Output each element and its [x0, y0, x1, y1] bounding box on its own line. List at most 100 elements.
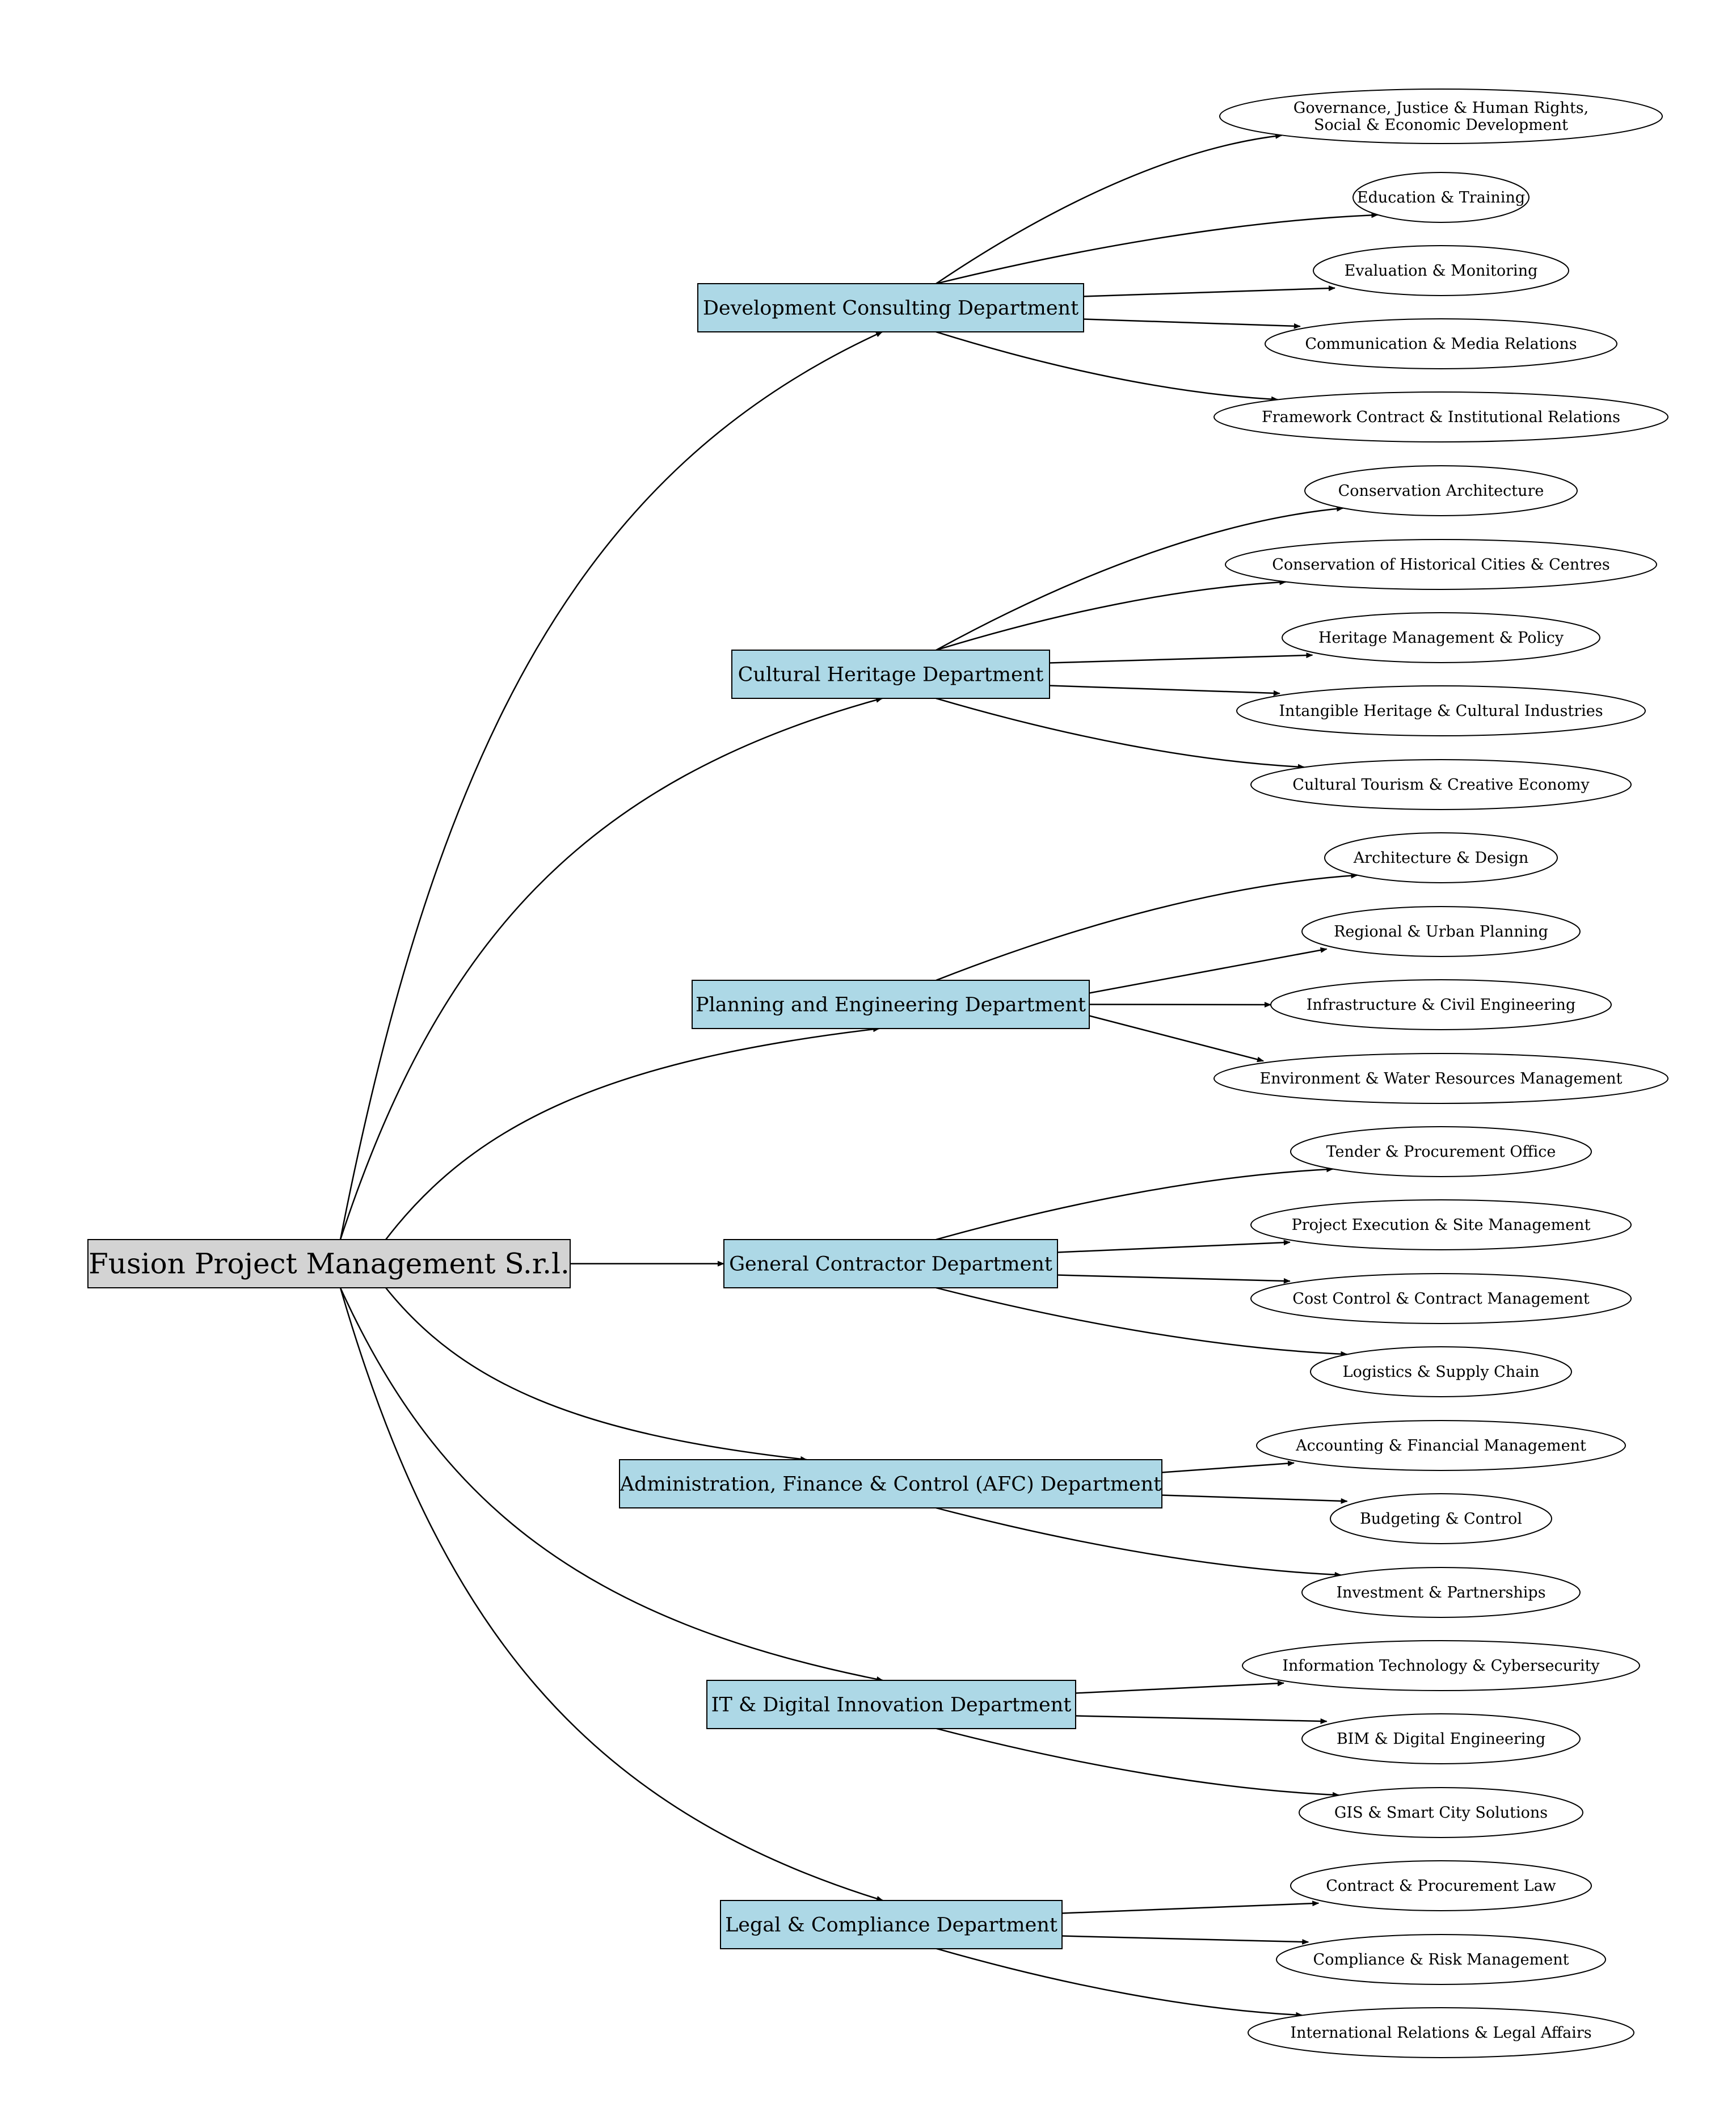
- unit-label: Investment & Partnerships: [1336, 1584, 1545, 1602]
- unit-label: BIM & Digital Engineering: [1337, 1730, 1545, 1748]
- unit-label: Intangible Heritage & Cultural Industrie…: [1279, 702, 1603, 720]
- unit-label: Governance, Justice & Human Rights,Socia…: [1293, 99, 1589, 134]
- unit-label: Tender & Procurement Office: [1326, 1143, 1556, 1161]
- root-node-company: Fusion Project Management S.r.l.: [87, 1239, 571, 1288]
- department-node-legal-and-compliance-department: Legal & Compliance Department: [720, 1900, 1063, 1949]
- unit-ellipse: [1270, 979, 1612, 1030]
- unit-node-governance-justice-and-human-rights-soci: Governance, Justice & Human Rights,Socia…: [1219, 88, 1663, 144]
- unit-node-framework-contract-and-institutional-rel: Framework Contract & Institutional Relat…: [1213, 391, 1668, 442]
- unit-node-regional-and-urban-planning: Regional & Urban Planning: [1301, 906, 1581, 957]
- edge-root-to-planning-and-engineering-department: [385, 1026, 880, 1240]
- unit-label: International Relations & Legal Affairs: [1290, 2024, 1591, 2042]
- unit-node-gis-and-smart-city-solutions: GIS & Smart City Solutions: [1299, 1787, 1583, 1838]
- department-label: Cultural Heritage Department: [738, 664, 1044, 686]
- unit-ellipse: [1236, 685, 1646, 736]
- unit-ellipse: [1352, 172, 1529, 223]
- unit-label: Regional & Urban Planning: [1334, 923, 1548, 941]
- edge-development-consulting-department-to-governance-justice-and-human-rights-soci: [936, 133, 1283, 285]
- unit-ellipse: [1242, 1640, 1640, 1691]
- department-node-it-and-digital-innovation-department: IT & Digital Innovation Department: [706, 1680, 1076, 1729]
- unit-node-bim-and-digital-engineering: BIM & Digital Engineering: [1301, 1713, 1581, 1764]
- unit-ellipse: [1290, 1126, 1592, 1177]
- unit-label: Education & Training: [1357, 189, 1525, 206]
- unit-ellipse: [1250, 1273, 1632, 1324]
- unit-ellipse: [1256, 1420, 1626, 1471]
- edge-general-contractor-department-to-project-execution-and-site-management: [1057, 1240, 1291, 1253]
- edge-general-contractor-department-to-cost-control-and-contract-management: [1057, 1274, 1291, 1284]
- department-node-planning-and-engineering-department: Planning and Engineering Department: [692, 980, 1090, 1029]
- unit-label: Contract & Procurement Law: [1326, 1877, 1556, 1895]
- unit-node-evaluation-and-monitoring: Evaluation & Monitoring: [1313, 245, 1569, 296]
- unit-label-line: Governance, Justice & Human Rights,: [1293, 99, 1589, 117]
- department-label: Planning and Engineering Department: [696, 994, 1086, 1017]
- unit-ellipse: [1313, 245, 1569, 296]
- unit-node-international-relations-and-legal-affair: International Relations & Legal Affairs: [1248, 2007, 1634, 2058]
- unit-label: Heritage Management & Policy: [1318, 629, 1564, 647]
- unit-ellipse: [1219, 88, 1663, 144]
- unit-node-architecture-and-design: Architecture & Design: [1324, 832, 1558, 883]
- unit-ellipse: [1301, 1567, 1581, 1618]
- edge-root-to-cultural-heritage-department: [339, 697, 883, 1240]
- unit-label: Logistics & Supply Chain: [1343, 1363, 1540, 1381]
- unit-node-accounting-and-financial-management: Accounting & Financial Management: [1256, 1420, 1626, 1471]
- unit-ellipse: [1276, 1934, 1606, 1985]
- unit-ellipse: [1290, 1860, 1592, 1911]
- edge-cultural-heritage-department-to-intangible-heritage-and-cultural-industr: [1049, 685, 1280, 696]
- edge-cultural-heritage-department-to-conservation-of-historical-cities-and-ce: [936, 579, 1287, 651]
- edge-it-and-digital-innovation-department-to-gis-and-smart-city-solutions: [936, 1727, 1339, 1798]
- department-box: [619, 1459, 1162, 1508]
- unit-node-cost-control-and-contract-management: Cost Control & Contract Management: [1250, 1273, 1632, 1324]
- edge-legal-and-compliance-department-to-contract-and-procurement-law: [1061, 1900, 1320, 1914]
- unit-ellipse: [1250, 1199, 1632, 1250]
- edge-root-to-it-and-digital-innovation-department: [339, 1287, 883, 1682]
- unit-label: Conservation of Historical Cities & Cent…: [1272, 556, 1610, 574]
- root-node-box: [87, 1239, 571, 1288]
- unit-node-contract-and-procurement-law: Contract & Procurement Law: [1290, 1860, 1592, 1911]
- edges-layer: [339, 133, 1379, 2018]
- unit-ellipse: [1304, 465, 1578, 516]
- unit-label: Accounting & Financial Management: [1295, 1437, 1586, 1455]
- unit-ellipse: [1301, 906, 1581, 957]
- unit-node-conservation-of-historical-cities-and-ce: Conservation of Historical Cities & Cent…: [1225, 539, 1657, 590]
- edge-root-to-administration-finance-and-control-afc-department: [385, 1287, 807, 1462]
- department-box: [731, 650, 1050, 699]
- unit-ellipse: [1299, 1787, 1583, 1838]
- edge-cultural-heritage-department-to-heritage-management-and-policy: [1049, 652, 1313, 664]
- edge-legal-and-compliance-department-to-international-relations-and-legal-affair: [936, 1948, 1303, 2018]
- edge-administration-finance-and-control-afc-department-to-investment-and-partnerships: [936, 1507, 1342, 1578]
- unit-label: Evaluation & Monitoring: [1345, 262, 1538, 280]
- unit-node-environment-and-water-resources-manageme: Environment & Water Resources Management: [1213, 1053, 1668, 1104]
- department-box: [692, 980, 1090, 1029]
- edge-root-to-legal-and-compliance-department: [339, 1287, 883, 1902]
- unit-node-education-and-training: Education & Training: [1352, 172, 1529, 223]
- unit-node-information-technology-and-cybersecurity: Information Technology & Cybersecurity: [1242, 1640, 1640, 1691]
- unit-ellipse: [1213, 391, 1668, 442]
- unit-label: GIS & Smart City Solutions: [1334, 1804, 1548, 1822]
- department-node-cultural-heritage-department: Cultural Heritage Department: [731, 650, 1050, 699]
- edge-planning-and-engineering-department-to-environment-and-water-resources-manageme: [1089, 1015, 1264, 1063]
- edge-planning-and-engineering-department-to-regional-and-urban-planning: [1089, 947, 1328, 994]
- edge-administration-finance-and-control-afc-department-to-budgeting-and-control: [1161, 1494, 1348, 1504]
- unit-node-infrastructure-and-civil-engineering: Infrastructure & Civil Engineering: [1270, 979, 1612, 1030]
- unit-label: Compliance & Risk Management: [1313, 1951, 1569, 1969]
- unit-node-tender-and-procurement-office: Tender & Procurement Office: [1290, 1126, 1592, 1177]
- edge-development-consulting-department-to-education-and-training: [936, 212, 1379, 285]
- unit-node-project-execution-and-site-management: Project Execution & Site Management: [1250, 1199, 1632, 1250]
- department-node-development-consulting-department: Development Consulting Department: [697, 283, 1084, 332]
- department-box: [720, 1900, 1063, 1949]
- unit-label: Cost Control & Contract Management: [1292, 1290, 1590, 1308]
- unit-ellipse: [1250, 759, 1632, 810]
- department-box: [723, 1239, 1058, 1288]
- unit-label: Infrastructure & Civil Engineering: [1307, 996, 1575, 1014]
- unit-ellipse: [1225, 539, 1657, 590]
- unit-node-compliance-and-risk-management: Compliance & Risk Management: [1276, 1934, 1606, 1985]
- unit-label: Information Technology & Cybersecurity: [1282, 1657, 1600, 1675]
- unit-label: Conservation Architecture: [1338, 482, 1544, 500]
- unit-label: Budgeting & Control: [1360, 1510, 1522, 1528]
- unit-node-communication-and-media-relations: Communication & Media Relations: [1265, 318, 1617, 369]
- department-box: [706, 1680, 1076, 1729]
- unit-ellipse: [1330, 1493, 1552, 1544]
- department-label: IT & Digital Innovation Department: [711, 1694, 1072, 1717]
- unit-label: Project Execution & Site Management: [1292, 1216, 1591, 1234]
